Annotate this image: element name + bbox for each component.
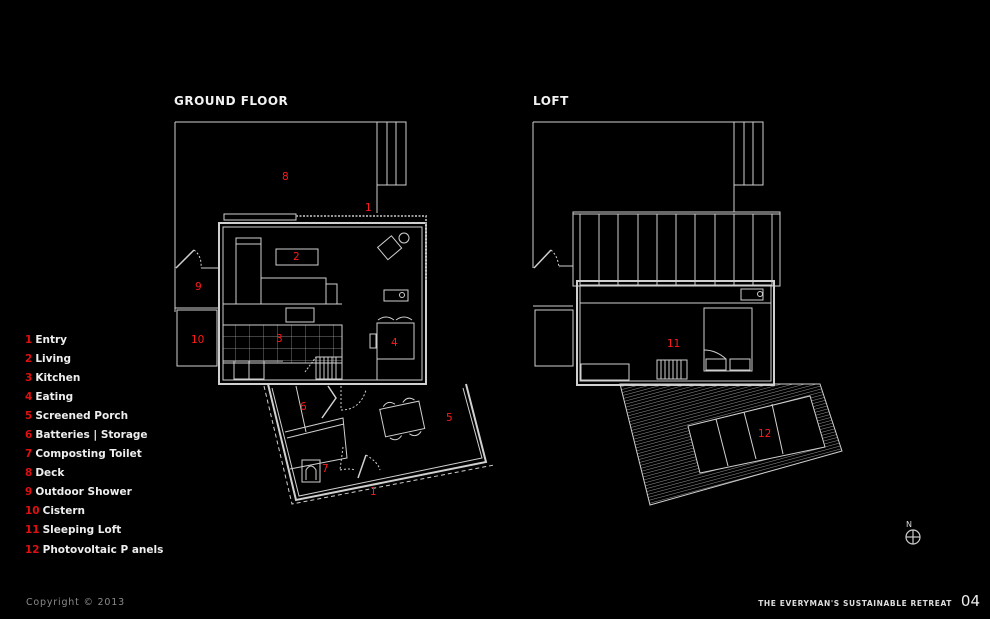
label-shower: 9 (195, 281, 202, 293)
label-storage: 6 (300, 401, 307, 413)
label-entry-top: 1 (365, 202, 372, 214)
label-entry-bottom: 1 (370, 486, 377, 498)
label-deck: 8 (282, 171, 289, 183)
label-eating: 4 (391, 337, 398, 349)
loft-title: LOFT (533, 94, 569, 108)
label-cistern: 10 (191, 334, 204, 346)
north-arrow-icon (905, 529, 921, 545)
ground-floor-plan (174, 121, 495, 505)
page-number: 04 (960, 592, 980, 610)
ground-floor-title: GROUND FLOOR (174, 94, 289, 108)
label-porch: 5 (446, 412, 453, 424)
label-sleeping-loft: 11 (667, 338, 680, 350)
label-pv-panels: 12 (758, 428, 771, 440)
label-kitchen: 3 (276, 333, 283, 345)
north-label: N (906, 520, 912, 529)
label-toilet: 7 (322, 463, 329, 475)
label-living: 2 (293, 251, 300, 263)
footer-title: THE EVERYMAN'S SUSTAINABLE RETREAT (758, 599, 952, 608)
loft-plan (532, 121, 843, 506)
copyright: Copyright © 2013 (26, 597, 125, 608)
